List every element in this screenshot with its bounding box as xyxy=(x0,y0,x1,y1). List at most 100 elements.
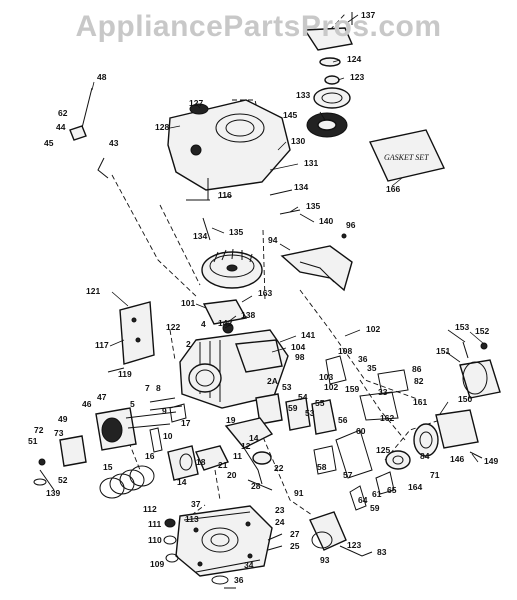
muffler xyxy=(459,341,501,399)
callout-64: 64 xyxy=(358,495,368,505)
callout-142: 142 xyxy=(218,318,232,328)
callout-137: 137 xyxy=(361,10,375,20)
callout-149: 149 xyxy=(484,456,498,466)
assembly-guide-lines xyxy=(111,13,441,521)
callout-91: 91 xyxy=(294,488,304,498)
callout-9: 9 xyxy=(162,406,167,416)
callout-96: 96 xyxy=(346,220,356,230)
callout-150: 150 xyxy=(458,394,472,404)
callout-121: 121 xyxy=(86,286,100,296)
callout-54: 54 xyxy=(298,392,308,402)
callout-8: 8 xyxy=(156,383,161,393)
callout-134: 134 xyxy=(193,231,207,241)
callout-125: 125 xyxy=(376,445,390,455)
callout-47: 47 xyxy=(97,392,107,402)
callout-162: 162 xyxy=(380,413,394,423)
callout-2: 2 xyxy=(186,339,191,349)
callout-141: 141 xyxy=(301,330,315,340)
callout-139: 139 xyxy=(46,488,60,498)
callout-51: 51 xyxy=(28,436,38,446)
callout-112: 112 xyxy=(143,504,157,514)
callout-19: 19 xyxy=(226,415,236,425)
valve-parts xyxy=(149,397,187,453)
callout-113: 113 xyxy=(185,514,199,524)
piston-and-rod xyxy=(167,445,229,481)
mounting-bracket xyxy=(107,301,155,373)
callout-146: 146 xyxy=(450,454,464,464)
callout-73: 73 xyxy=(54,428,64,438)
callout-22: 22 xyxy=(274,463,284,473)
callout-48: 48 xyxy=(97,72,107,82)
callout-28: 28 xyxy=(251,481,261,491)
callout-104: 104 xyxy=(291,342,305,352)
callout-33: 33 xyxy=(378,387,388,397)
callout-49: 49 xyxy=(58,414,68,424)
callout-163: 163 xyxy=(258,288,272,298)
fuel-pump-parts xyxy=(349,450,411,511)
callout-94: 94 xyxy=(268,235,278,245)
crankshaft xyxy=(224,417,274,491)
callout-119: 119 xyxy=(118,369,132,379)
callout-62: 62 xyxy=(58,108,68,118)
callout-59: 59 xyxy=(288,403,298,413)
callout-21: 21 xyxy=(218,460,228,470)
callout-124: 124 xyxy=(347,54,361,64)
callout-138: 138 xyxy=(241,310,255,320)
callout-117: 117 xyxy=(95,340,109,350)
callout-27: 27 xyxy=(290,529,300,539)
callout-16: 16 xyxy=(145,451,155,461)
callout-36: 36 xyxy=(234,575,244,585)
leader-lines xyxy=(91,14,485,463)
callout-14: 14 xyxy=(177,477,187,487)
flywheel xyxy=(201,248,263,289)
oil-fill-parts xyxy=(163,518,283,589)
callout-130: 130 xyxy=(291,136,305,146)
callout-109: 109 xyxy=(150,559,164,569)
crankcase-base xyxy=(175,505,273,577)
callout-151: 151 xyxy=(436,346,450,356)
callout-93: 93 xyxy=(320,555,330,565)
carburetor-parts xyxy=(255,355,409,479)
callout-56: 56 xyxy=(338,415,348,425)
callout-4: 4 xyxy=(201,319,206,329)
callout-72: 72 xyxy=(34,425,44,435)
callout-5: 5 xyxy=(130,399,135,409)
callout-44: 44 xyxy=(56,122,66,132)
cylinder-block xyxy=(179,329,289,409)
callout-60: 60 xyxy=(356,426,366,436)
callout-61: 61 xyxy=(372,489,382,499)
piston-rings xyxy=(99,465,155,499)
callout-86: 86 xyxy=(412,364,422,374)
callout-17: 17 xyxy=(181,418,191,428)
callout-98: 98 xyxy=(295,352,305,362)
callout-25: 25 xyxy=(290,541,300,551)
fuel-tank xyxy=(413,409,483,459)
callout-46: 46 xyxy=(82,399,92,409)
callout-53: 53 xyxy=(305,408,315,418)
callout-10: 10 xyxy=(163,431,173,441)
callout-71: 71 xyxy=(430,470,440,480)
callout-103: 103 xyxy=(319,372,333,382)
callout-83: 83 xyxy=(377,547,387,557)
callout-37: 37 xyxy=(191,499,201,509)
callout-2A: 2A xyxy=(267,376,278,386)
callout-53: 53 xyxy=(282,382,292,392)
callout-161: 161 xyxy=(413,397,427,407)
callout-23: 23 xyxy=(275,505,285,515)
callout-36: 36 xyxy=(358,354,368,364)
callout-43: 43 xyxy=(109,138,119,148)
callout-65: 65 xyxy=(387,485,397,495)
callout-134: 134 xyxy=(294,182,308,192)
callout-82: 82 xyxy=(414,376,424,386)
callout-52: 52 xyxy=(58,475,68,485)
callout-123: 123 xyxy=(350,72,364,82)
callout-35: 35 xyxy=(367,363,377,373)
callout-135: 135 xyxy=(306,201,320,211)
callout-131: 131 xyxy=(304,158,318,168)
callout-153: 153 xyxy=(455,322,469,332)
callout-18: 18 xyxy=(196,457,206,467)
callout-45: 45 xyxy=(44,138,54,148)
callout-108: 108 xyxy=(338,346,352,356)
callout-34: 34 xyxy=(244,560,254,570)
